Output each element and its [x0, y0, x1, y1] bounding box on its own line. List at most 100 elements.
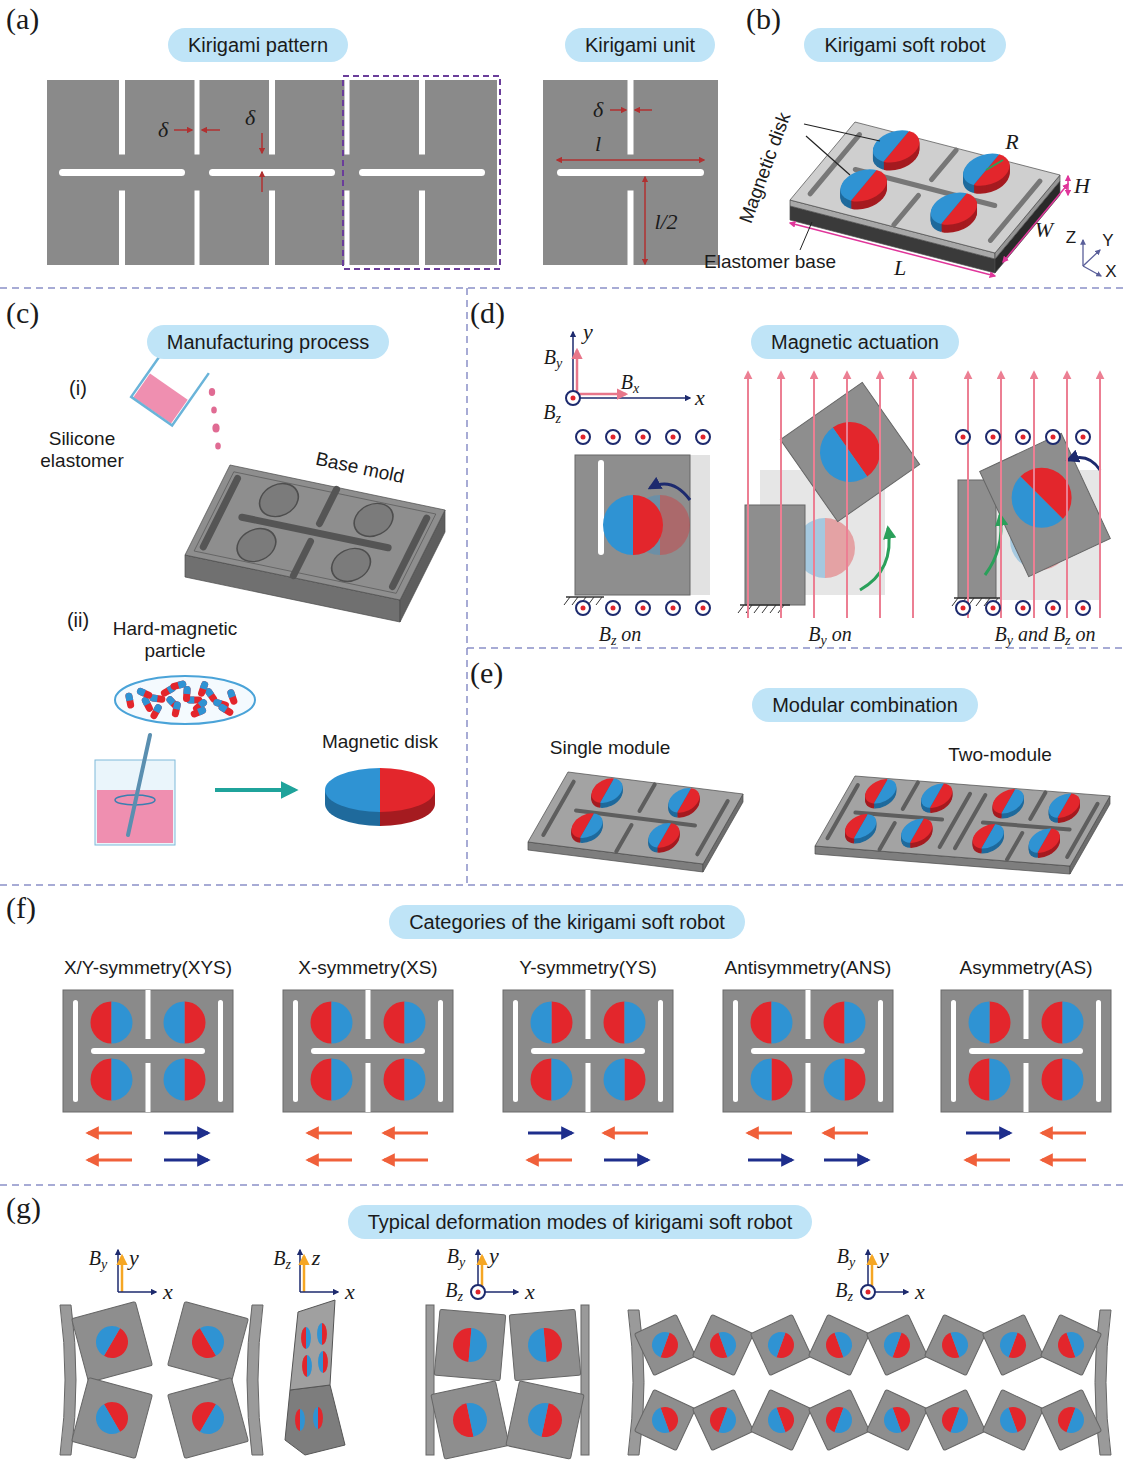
shape [1021, 606, 1026, 611]
shape [269, 191, 275, 267]
shape [644, 177, 646, 264]
shape [956, 430, 970, 444]
kirigami-square [72, 1302, 153, 1383]
magnetic-particle [226, 688, 238, 705]
dimension-symbol: L [894, 255, 906, 280]
shape [596, 597, 602, 605]
shape [308, 1132, 352, 1135]
shape [896, 817, 924, 842]
magnet-halves [916, 783, 958, 810]
shape [1040, 1389, 1101, 1450]
shape [1076, 601, 1090, 615]
shape [317, 1323, 322, 1345]
shape [969, 1048, 1083, 1054]
magnetic-disk [663, 786, 705, 814]
shape [738, 605, 744, 613]
shape [764, 1408, 785, 1437]
shape [197, 680, 209, 697]
magnetic-disk [954, 149, 1018, 190]
kirigami-unit [543, 79, 718, 266]
kirigami-square [982, 1314, 1043, 1375]
axis-label: Y [1102, 231, 1113, 251]
magnet-halves [751, 1059, 793, 1101]
magnet-halves [969, 1059, 1011, 1101]
magnet-halves [860, 779, 902, 806]
magnet-halves [531, 1002, 573, 1044]
shape [146, 990, 151, 1039]
shape [1083, 266, 1101, 276]
shape [471, 1285, 485, 1299]
shape [825, 518, 855, 578]
kirigami-slot [991, 181, 1040, 240]
magnetic-disk [525, 1400, 565, 1440]
shape [748, 1132, 792, 1135]
shape [846, 372, 848, 618]
shape [723, 990, 893, 1112]
magnetic-disk [873, 1396, 922, 1445]
magnet-halves [311, 1002, 353, 1044]
shape [751, 1048, 865, 1054]
shape [128, 735, 150, 835]
subscript: z [611, 632, 616, 647]
shape [200, 1320, 230, 1356]
shape [325, 545, 376, 585]
magnet-halves [301, 1327, 311, 1349]
magnet-halves [1023, 828, 1065, 855]
shape [59, 169, 185, 176]
out-of-plane-symbol [1016, 601, 1030, 615]
magnetic-disk [1043, 793, 1085, 820]
shape [751, 1002, 772, 1044]
magnetic-disk [916, 783, 958, 810]
magnet-halves [706, 1403, 739, 1436]
kirigami-square [431, 1381, 509, 1459]
panel-letter: (b) [746, 2, 781, 37]
dimension-symbol: H [1074, 173, 1090, 198]
shape [806, 136, 850, 175]
pill-text: Kirigami pattern [188, 33, 328, 57]
magnet-halves [999, 455, 1084, 540]
shape [969, 1002, 990, 1044]
text-part: B [808, 623, 820, 645]
shape [325, 768, 380, 812]
deformation-modes [60, 1250, 1111, 1459]
magnet-halves [840, 813, 882, 840]
magnetic-disk [757, 1321, 806, 1370]
shape [384, 1002, 405, 1044]
magnetic-disk [751, 1059, 793, 1101]
shape [0, 1184, 1123, 1186]
magnet-halves [586, 778, 628, 806]
shape [300, 1409, 305, 1431]
shape [750, 1314, 811, 1375]
magnet-halves [452, 1327, 489, 1364]
shape [0, 287, 1123, 289]
magnet-halves [764, 1328, 797, 1361]
shape [845, 1002, 866, 1044]
shape [88, 1159, 132, 1162]
pill-text: Typical deformation modes of kirigami so… [368, 1210, 793, 1234]
shape [1051, 435, 1056, 440]
shape [604, 1002, 625, 1044]
actuation-by-bz [952, 372, 1110, 618]
module-label: Single module [550, 737, 670, 759]
shape [301, 1327, 306, 1349]
shape [543, 80, 718, 265]
shape [573, 397, 690, 399]
shape [531, 1002, 552, 1044]
shape [136, 687, 153, 700]
shape [982, 1389, 1043, 1450]
magnetic-disk [896, 817, 938, 844]
text-part: B [621, 371, 633, 393]
shape [611, 435, 616, 440]
rotating-part [980, 433, 1111, 576]
magnetic-disk [1043, 792, 1085, 819]
shape [531, 1059, 552, 1101]
kirigami-square [1040, 1314, 1101, 1375]
shape [692, 1314, 753, 1375]
out-of-plane-symbol [636, 601, 650, 615]
magnet-halves [531, 1059, 573, 1101]
magnet-halves [164, 1002, 206, 1044]
magnetic-disk [91, 1059, 133, 1101]
shape [866, 1290, 871, 1295]
shape [966, 1159, 1010, 1162]
